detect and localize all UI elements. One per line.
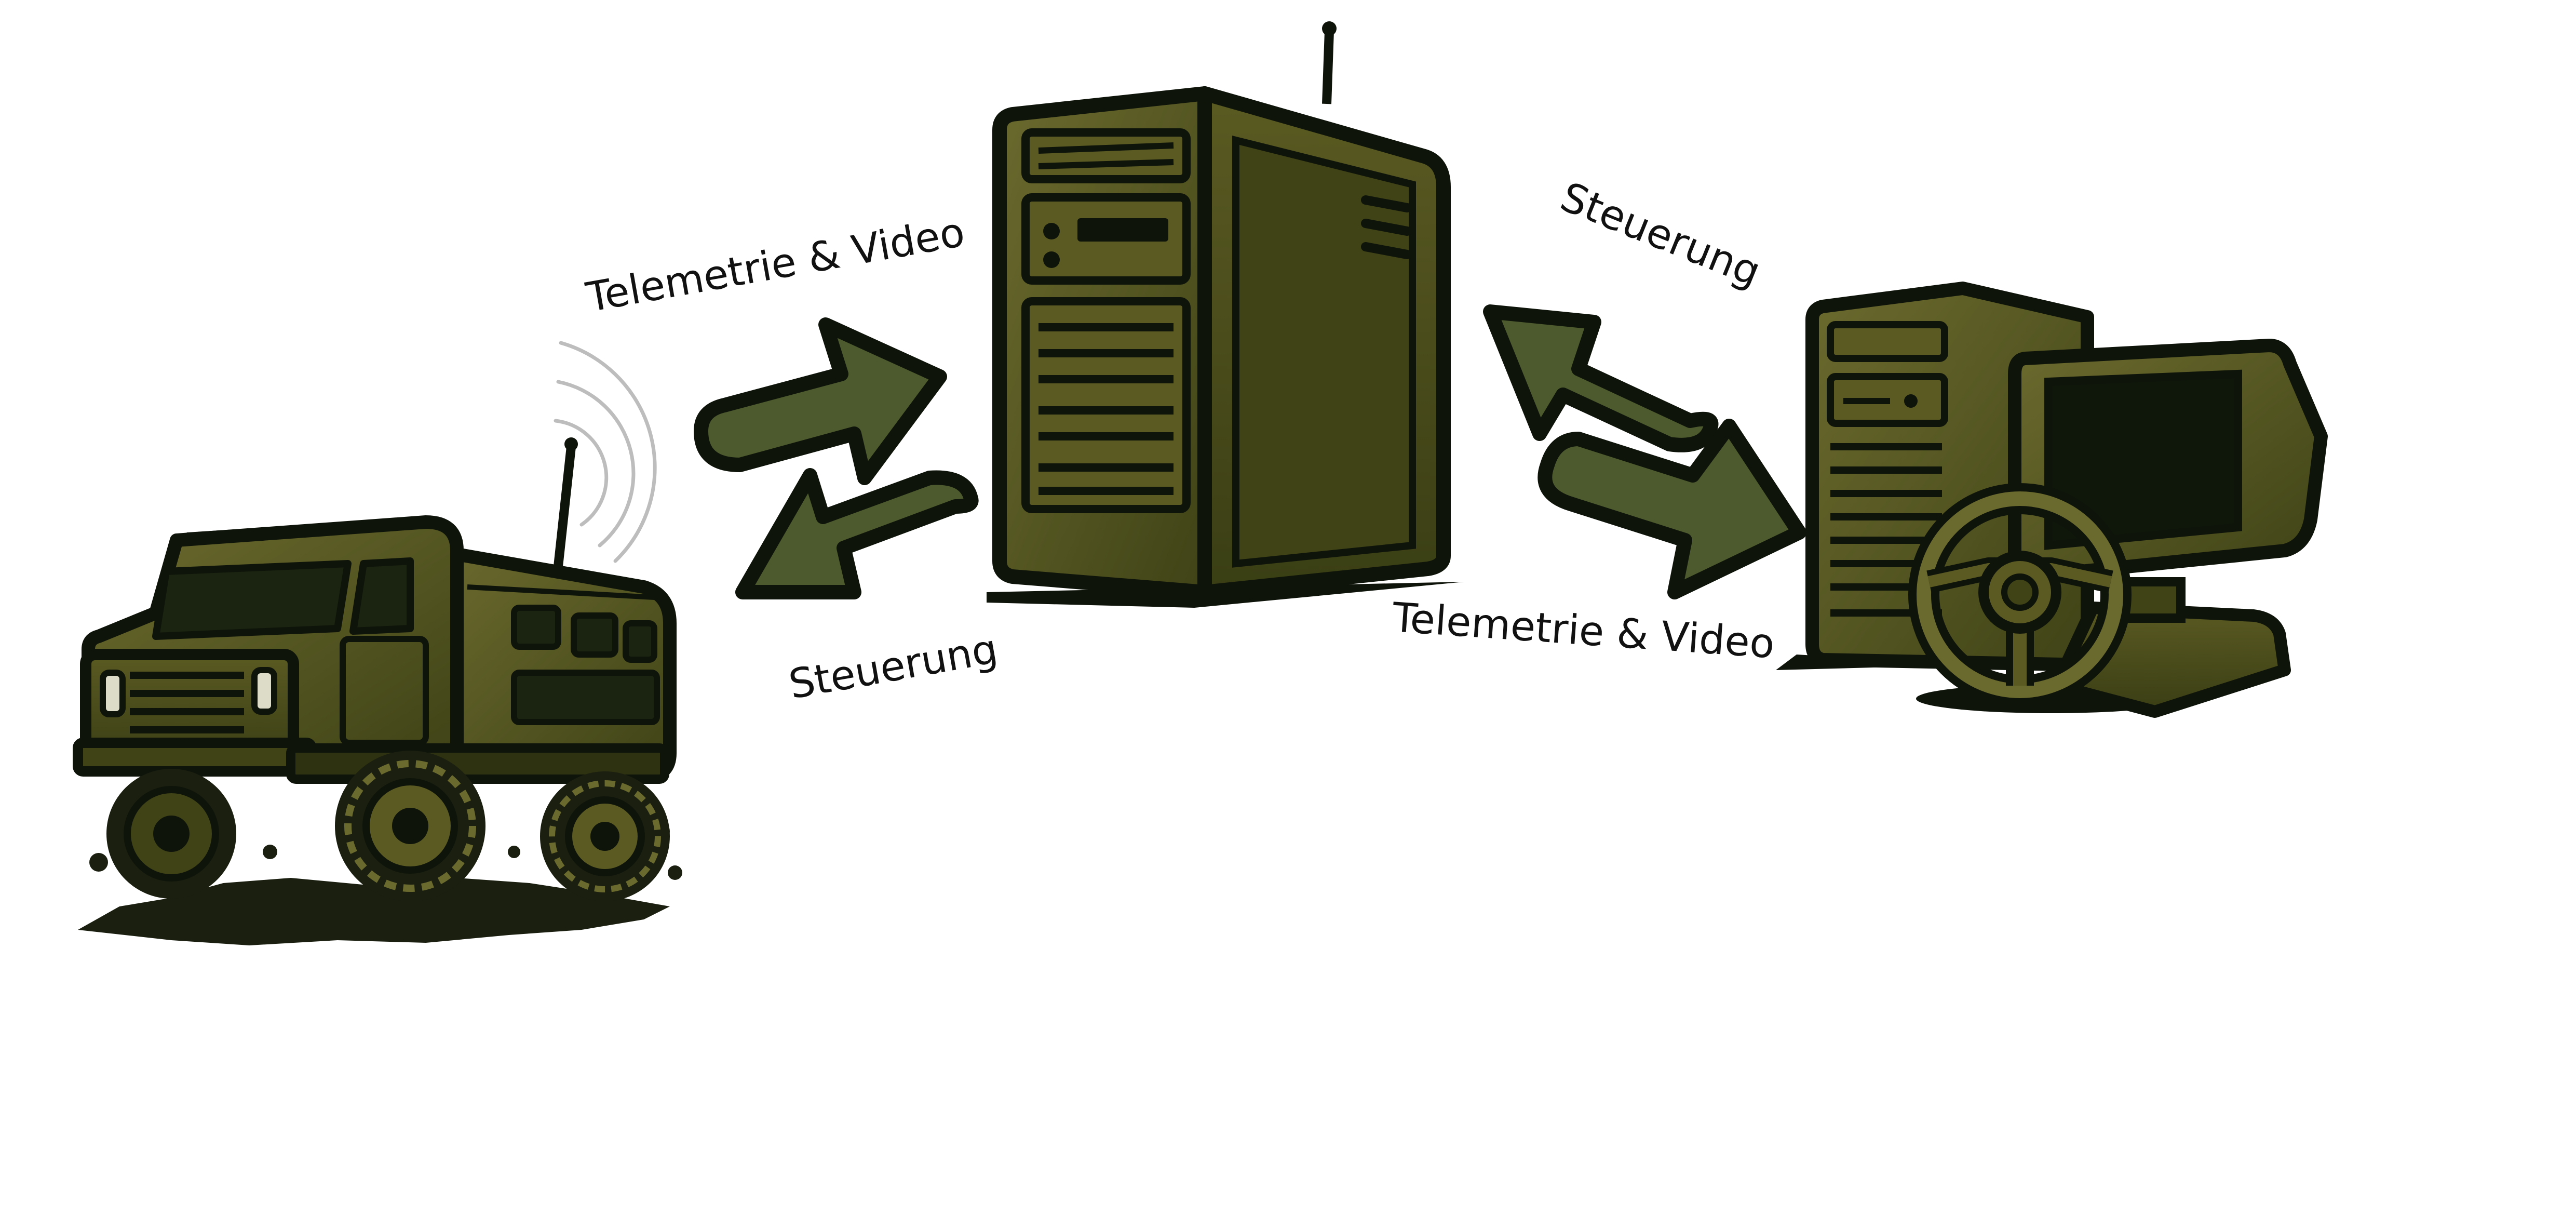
steering-wheel-icon: [1908, 483, 2132, 706]
control-station-icon: [1776, 282, 2328, 718]
arrow-telemetry-to-server: [694, 317, 947, 485]
truck-wheel-middle: [335, 751, 485, 901]
military-truck-icon: [73, 437, 682, 945]
server-tower-icon: [987, 21, 1464, 608]
label-telemetry-video-left: Telemetrie & Video: [583, 209, 968, 322]
arrow-telemetry-to-station: [1537, 419, 1806, 599]
label-telemetry-video-right: Telemetrie & Video: [1391, 594, 1776, 667]
truck-wheel-rear: [540, 771, 670, 901]
radio-wave-icon: [554, 341, 657, 563]
arrow-control-to-vehicle: [735, 468, 979, 599]
arrow-control-to-server: [1483, 304, 1719, 452]
label-control-left: Steuerung: [786, 626, 1001, 709]
label-control-right: Steuerung: [1554, 173, 1767, 296]
mud-splash: [78, 878, 670, 945]
truck-wheel-front: [106, 769, 236, 899]
